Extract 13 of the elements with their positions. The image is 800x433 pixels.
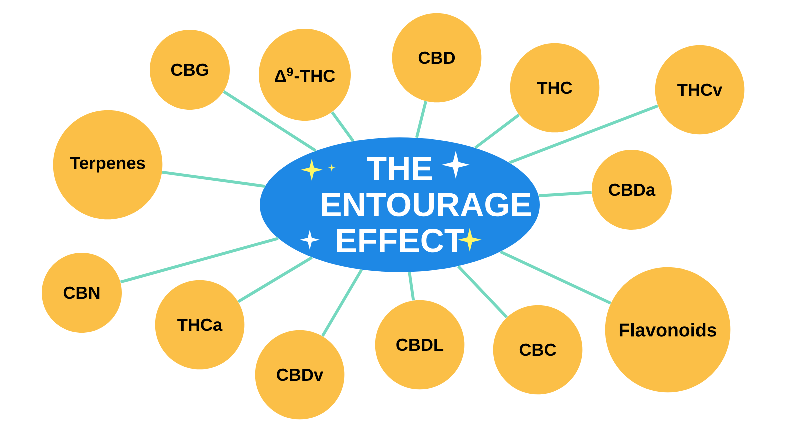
connector-line bbox=[415, 101, 428, 138]
connector-line bbox=[322, 269, 363, 338]
connector-line bbox=[162, 171, 266, 188]
connector-line bbox=[120, 237, 279, 284]
connector-line bbox=[223, 90, 317, 152]
connector-line bbox=[331, 112, 355, 142]
connector-line bbox=[238, 256, 313, 304]
connector-line bbox=[474, 114, 520, 150]
connector-line bbox=[408, 272, 416, 301]
connector-line bbox=[509, 104, 659, 164]
connector-line bbox=[538, 191, 592, 198]
connector-line bbox=[457, 265, 508, 318]
connector-line bbox=[500, 250, 612, 305]
